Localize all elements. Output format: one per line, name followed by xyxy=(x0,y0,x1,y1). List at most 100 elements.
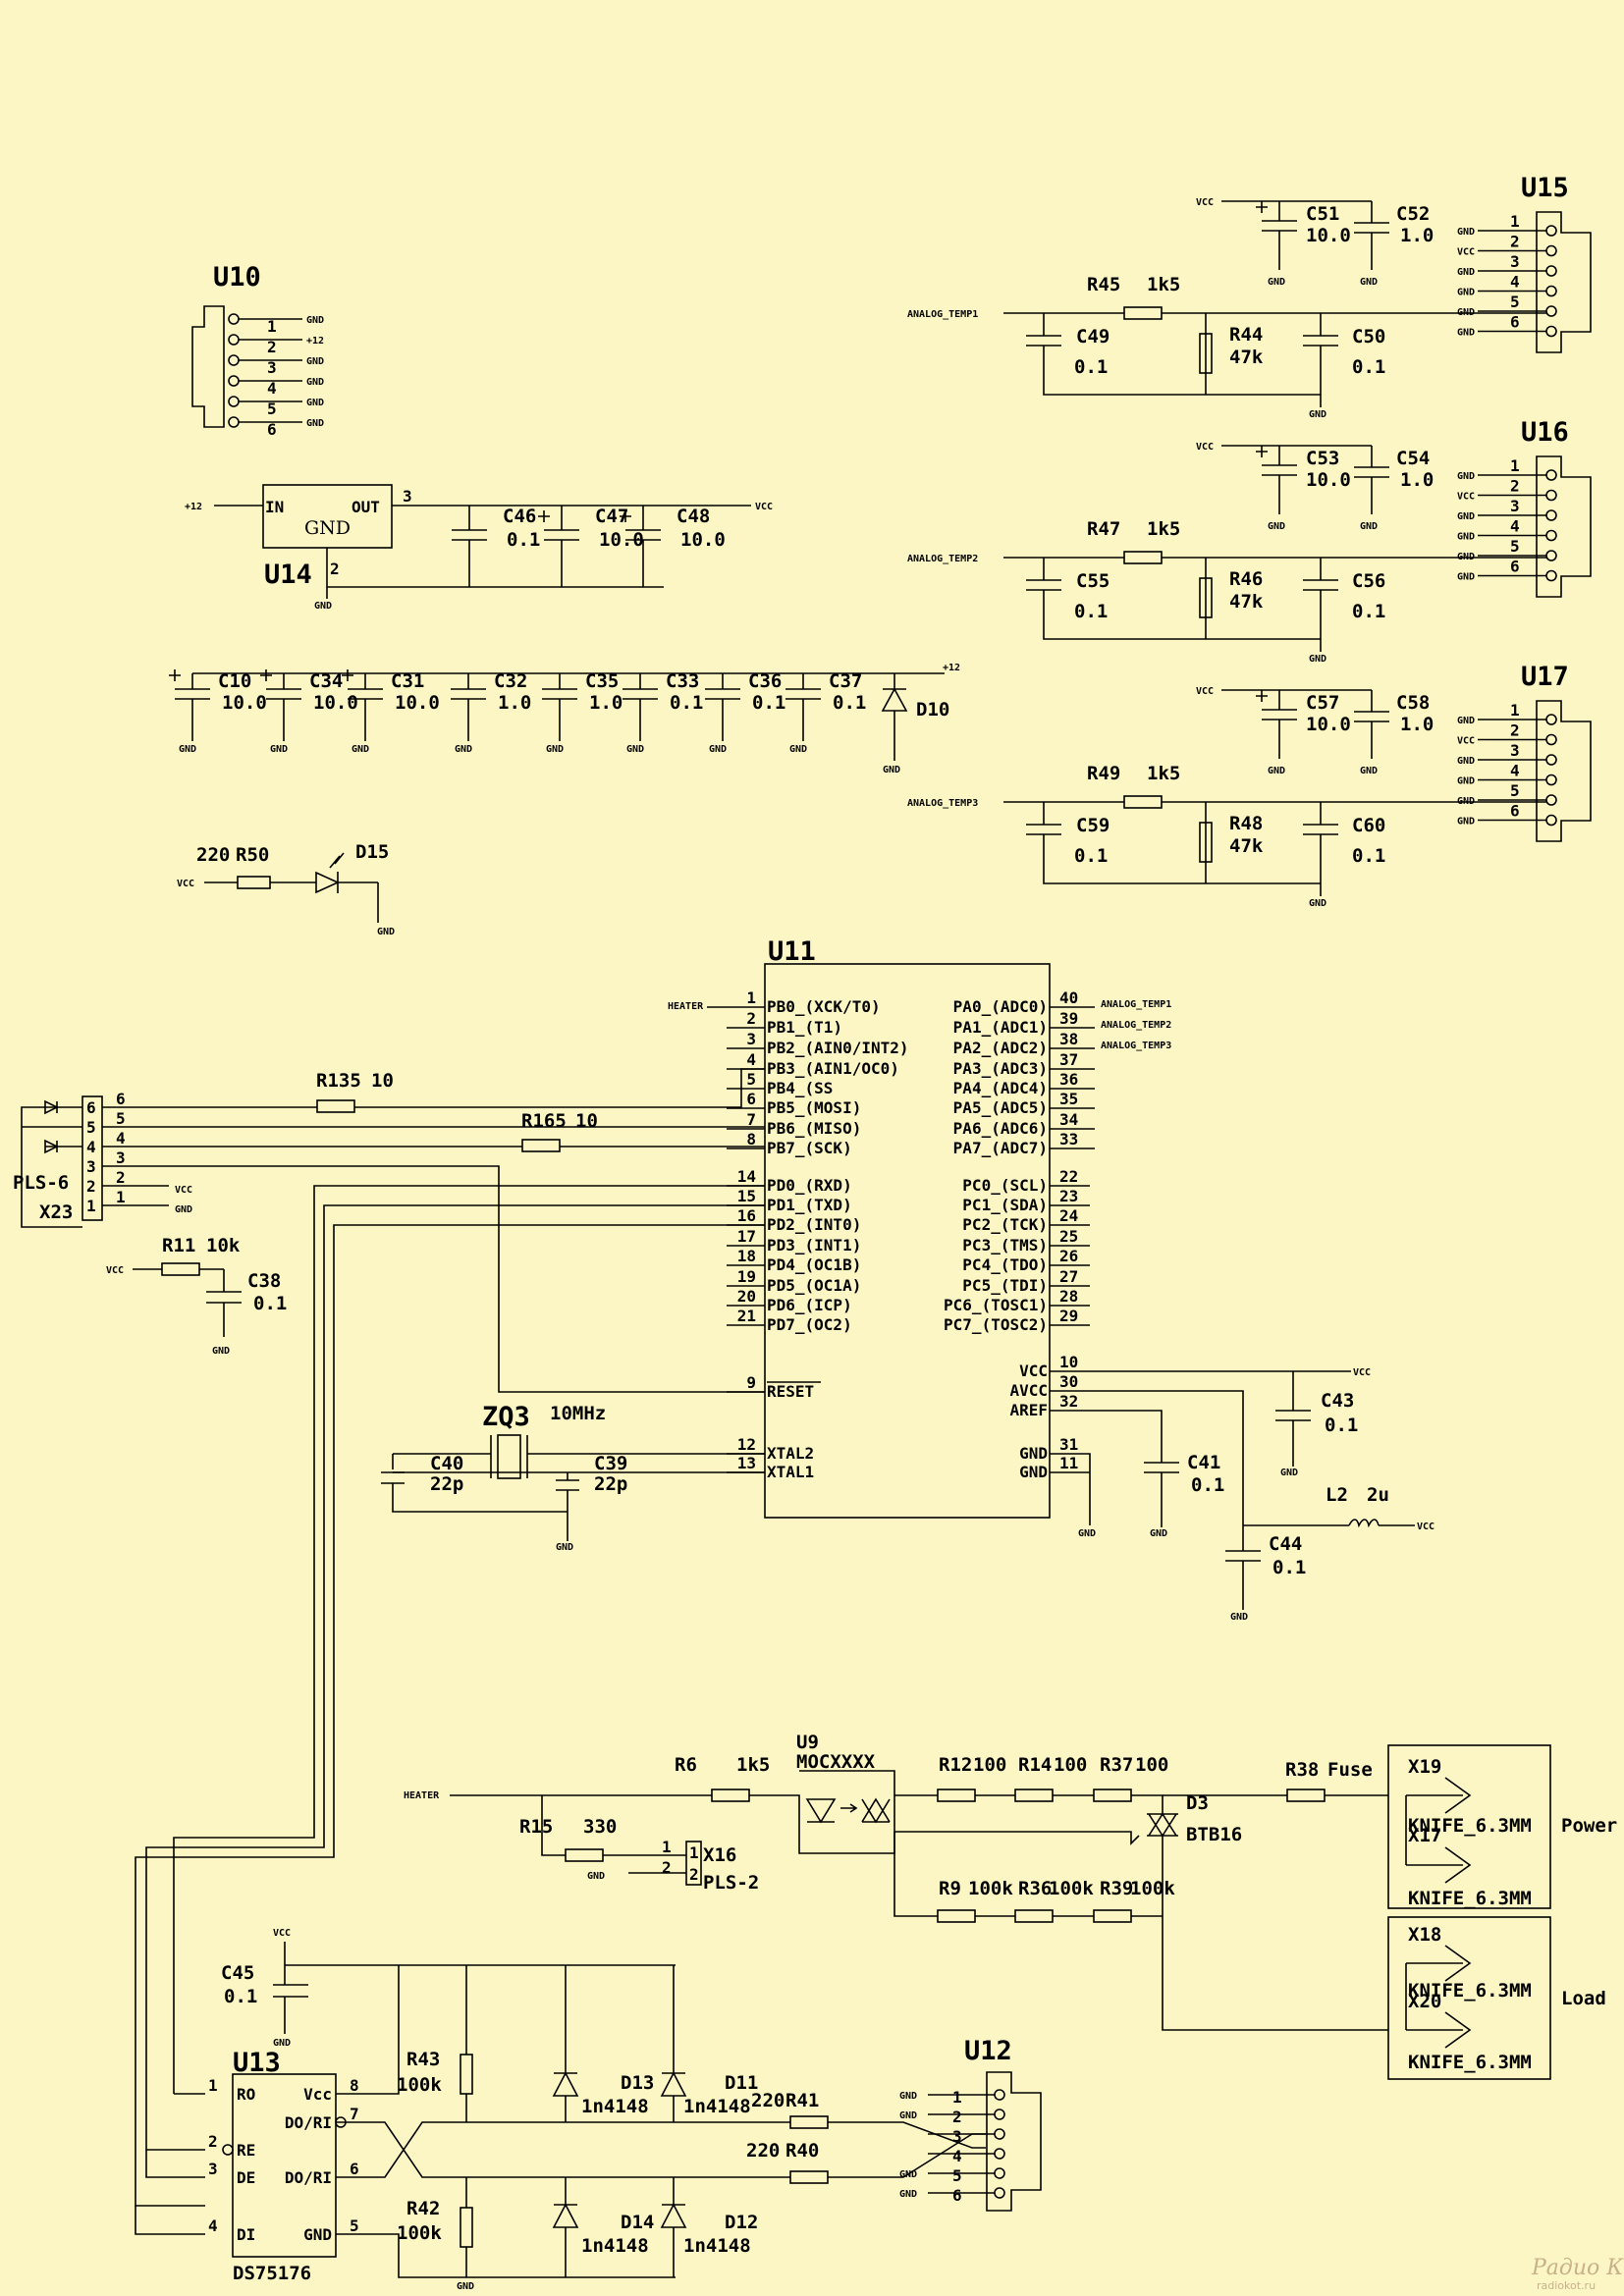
r42-val: 100k xyxy=(397,2222,442,2244)
sensor-conn-pin-net: GND xyxy=(1457,288,1475,298)
sensor-conn-pin-number: 5 xyxy=(1510,781,1520,800)
bulk-cap-val: 10.0 xyxy=(395,692,440,714)
u11-pin-label: PC2_(TCK) xyxy=(962,1215,1048,1234)
r11-val: 10k xyxy=(206,1235,241,1256)
sensor-conn-pin-number: 6 xyxy=(1510,558,1520,576)
isp-pin-number: 2 xyxy=(86,1177,96,1196)
r12-ref: R12 xyxy=(939,1754,972,1776)
u12-pin-number: 3 xyxy=(952,2127,962,2146)
isp-vcc: VCC xyxy=(175,1185,192,1196)
u13-pin-label: GND xyxy=(303,2225,332,2244)
u13-pin-number: 3 xyxy=(208,2160,218,2178)
sensor-cb-ref: C50 xyxy=(1352,326,1385,347)
sensor-r1-ref: R47 xyxy=(1087,518,1120,540)
u14-in: IN xyxy=(265,498,284,516)
u11-pin-label: PD0_(RXD) xyxy=(767,1176,852,1195)
u12-pin-number: 6 xyxy=(952,2186,962,2205)
r38-val: Fuse xyxy=(1327,1759,1373,1781)
u10-pin-circle xyxy=(228,396,240,407)
r42-ref: R42 xyxy=(406,2198,440,2219)
crystal-zq3: ZQ3 10MHz C40 22p C39 22p GND xyxy=(381,1402,765,1553)
r14-val: 100 xyxy=(1054,1754,1087,1776)
sensor-conn-pin-net: GND xyxy=(1457,756,1475,767)
u13-pin-label: RE xyxy=(237,2141,255,2160)
sensor-conn-pin-net: GND xyxy=(1457,796,1475,807)
x17-ref: X17 xyxy=(1408,1825,1441,1846)
u10-pin-circle xyxy=(228,334,240,346)
u11-pin-label: PD4_(OC1B) xyxy=(767,1255,861,1274)
bulk-cap-val: 1.0 xyxy=(589,692,623,714)
d12-val: 1n4148 xyxy=(683,2235,751,2257)
u14-in-net: +12 xyxy=(185,502,202,512)
sensor-r2-val: 47k xyxy=(1229,591,1264,613)
r9-ref: R9 xyxy=(939,1878,961,1899)
u11-pin-number: 7 xyxy=(746,1110,756,1129)
r41-val: 220 xyxy=(751,2090,785,2111)
heater-net: HEATER xyxy=(404,1790,440,1801)
u12-pin-net: GND xyxy=(899,2169,917,2180)
r14-ref: R14 xyxy=(1018,1754,1052,1776)
isp-pin-wire-number: 5 xyxy=(116,1109,126,1128)
sensor-conn-pin-number: 4 xyxy=(1510,517,1520,536)
x18-type: KNIFE_6.3MM xyxy=(1408,1980,1532,2002)
sensor-conn-ref: U16 xyxy=(1521,417,1569,448)
u13-pin-label: RO xyxy=(237,2085,255,2104)
u11-pin-label: PA6_(ADC6) xyxy=(953,1119,1048,1138)
watermark-url: radiokot.ru xyxy=(1537,2279,1596,2292)
c44-gnd: GND xyxy=(1230,1612,1248,1623)
u12-ref: U12 xyxy=(964,2036,1012,2066)
sensor-r2 xyxy=(1199,822,1213,863)
u14-gnd-net: GND xyxy=(314,601,332,612)
sensor-conn-pin-net: GND xyxy=(1457,307,1475,318)
u10-pin-net: GND xyxy=(306,418,324,429)
watermark-logo: Радио КОТ xyxy=(1531,2256,1624,2280)
avcc-filter: VCC C43 0.1 GND VCC L2 2u C44 0.1 GND C4… xyxy=(1050,1367,1435,1623)
sensor-conn-pin-number: 3 xyxy=(1510,252,1520,271)
u13-re-bubble xyxy=(222,2144,234,2156)
r50-val: 220 xyxy=(196,844,230,866)
sensor-cc-val: 10.0 xyxy=(1306,225,1351,246)
isp-pin-number: 4 xyxy=(86,1138,96,1156)
r37-val: 100 xyxy=(1135,1754,1168,1776)
l2-ref: L2 xyxy=(1326,1484,1348,1506)
r6-ref: R6 xyxy=(675,1754,697,1776)
u14-pin3: 3 xyxy=(403,487,412,506)
sensor-conn-pin-number: 5 xyxy=(1510,537,1520,556)
reg-cap-ref: C47 xyxy=(595,506,628,527)
isp-type: PLS-6 xyxy=(13,1172,69,1194)
u11-pin-label: PC3_(TMS) xyxy=(962,1236,1048,1255)
u11-ref: U11 xyxy=(768,936,816,967)
sensor-conn-pin xyxy=(1545,774,1557,786)
sensor-vcc: VCC xyxy=(1196,442,1214,453)
sensor-conn-pin-number: 1 xyxy=(1510,212,1520,231)
sensor-r1-val: 1k5 xyxy=(1147,274,1180,295)
uart-bus-wires xyxy=(135,1185,765,2235)
x16-ref: X16 xyxy=(703,1844,736,1866)
sensor-cd-gnd: GND xyxy=(1360,766,1378,776)
u12-pin-circle xyxy=(994,2148,1005,2160)
sensor-cb-val: 0.1 xyxy=(1352,601,1385,622)
sensor-conn-pin-number: 2 xyxy=(1510,233,1520,251)
bulk-cap-val: 0.1 xyxy=(670,692,703,714)
u10-pin-circle xyxy=(228,313,240,325)
sensor-net: ANALOG_TEMP3 xyxy=(907,798,978,809)
u11-pin-label: PA1_(ADC1) xyxy=(953,1018,1048,1037)
sensor-conn-pin-number: 1 xyxy=(1510,456,1520,475)
sensor-conn-pin xyxy=(1545,265,1557,277)
sensor-cd-ref: C52 xyxy=(1396,203,1430,225)
x17-type: KNIFE_6.3MM xyxy=(1408,1888,1532,1909)
u11-pin-number: 8 xyxy=(746,1130,756,1148)
u11-pin-label: PC4_(TDO) xyxy=(962,1255,1048,1274)
d14-ref: D14 xyxy=(621,2212,654,2233)
u11-temp2: ANALOG_TEMP2 xyxy=(1101,1020,1171,1031)
c38-gnd: GND xyxy=(212,1346,230,1357)
r40-ref: R40 xyxy=(785,2140,819,2162)
x16-pin1: 1 xyxy=(662,1838,672,1856)
u10-pin-circle xyxy=(228,354,240,366)
d12-ref: D12 xyxy=(725,2212,758,2233)
u12-pin-circle xyxy=(994,2167,1005,2179)
